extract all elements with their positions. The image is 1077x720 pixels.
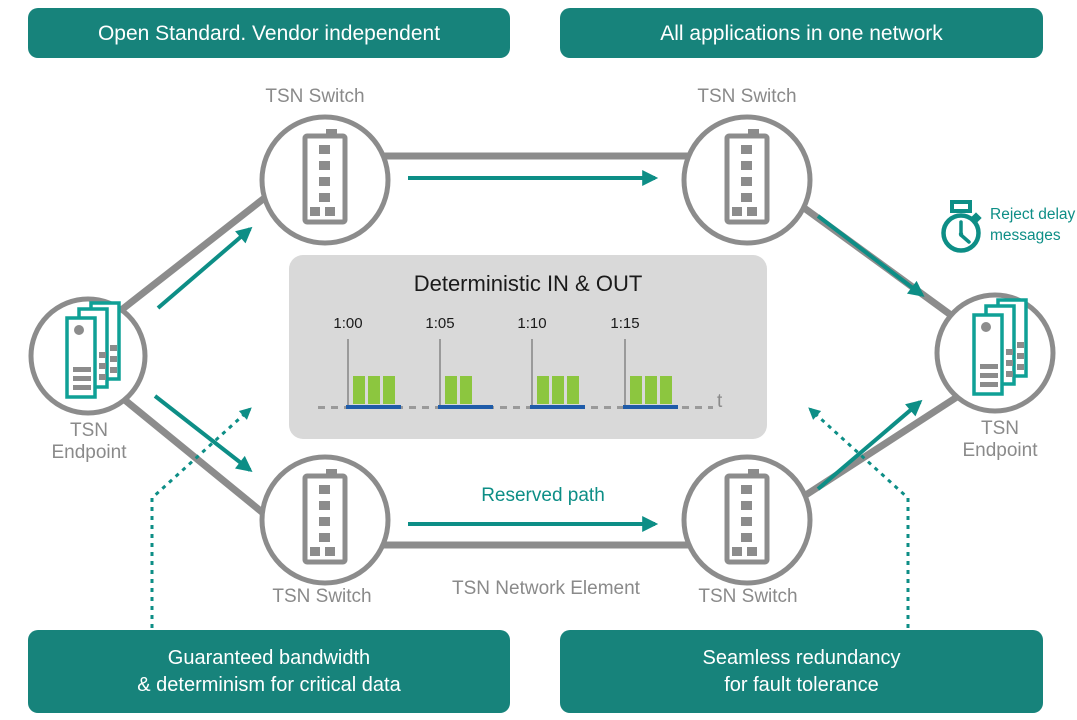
data-burst-bar — [445, 376, 457, 404]
banner-open-standard: Open Standard. Vendor independent — [28, 8, 510, 58]
node-switch-bottom-left — [259, 454, 391, 586]
node-switch-bottom-right — [681, 454, 813, 586]
data-burst-bar — [645, 376, 657, 404]
data-burst-bar — [383, 376, 395, 404]
timeline-reserved-window — [530, 405, 585, 409]
deterministic-box-title: Deterministic IN & OUT — [413, 271, 643, 296]
data-burst-bar — [537, 376, 549, 404]
banner-guaranteed-bandwidth: Guaranteed bandwidth & determinism for c… — [28, 630, 510, 713]
switch-icon — [727, 129, 767, 222]
node-endpoint-right — [934, 292, 1056, 414]
timeline-reserved-window — [623, 405, 678, 409]
timeline-reserved-window — [346, 405, 401, 409]
arrow-down-to-switchBL — [153, 394, 253, 472]
timeline-baseline — [318, 406, 713, 409]
arrow-down-to-endpointR — [816, 214, 925, 297]
banner-seamless-redundancy: Seamless redundancy for fault tolerance — [560, 630, 1043, 713]
timeline-time-label: 1:05 — [425, 315, 455, 332]
banner-all-applications: All applications in one network — [560, 8, 1043, 58]
redundancy-dashed-arrows — [150, 407, 910, 628]
traffic-flow-arrows — [153, 170, 925, 532]
time-axis-label: t — [717, 391, 723, 412]
label-reserved-path: Reserved path — [481, 485, 605, 506]
stopwatch-icon — [941, 200, 982, 253]
label-endpoint-left: TSN Endpoint — [51, 420, 127, 463]
timeline-time-label: 1:15 — [610, 315, 640, 332]
data-burst-bar — [368, 376, 380, 404]
timeline-tick — [439, 339, 441, 405]
dashed-arrow-left — [150, 407, 252, 628]
switch-icon — [305, 469, 345, 562]
timeline-tick — [531, 339, 533, 405]
timeline-time-label: 1:00 — [333, 315, 363, 332]
switch-icon — [727, 469, 767, 562]
link-endpointL-switchTL — [112, 175, 293, 318]
arrow-up-to-switchTL — [156, 226, 253, 310]
label-network-element: TSN Network Element — [452, 578, 640, 599]
data-burst-bar — [353, 376, 365, 404]
timeline-tick — [624, 339, 626, 405]
label-endpoint-right: TSN Endpoint — [962, 418, 1038, 461]
label-switch-bottom-right: TSN Switch — [698, 586, 798, 607]
label-reject-delay: Reject delay messages — [990, 206, 1076, 244]
switch-icon — [305, 129, 345, 222]
node-endpoint-left — [28, 296, 148, 416]
timeline-reserved-window — [438, 405, 493, 409]
data-burst-bar — [660, 376, 672, 404]
timeline-time-label: 1:10 — [517, 315, 547, 332]
dashed-arrow-right — [808, 407, 910, 628]
data-burst-bar — [567, 376, 579, 404]
timeline-tick — [347, 339, 349, 405]
data-burst-bar — [630, 376, 642, 404]
node-switch-top-left — [259, 114, 391, 246]
label-switch-top-left: TSN Switch — [265, 86, 365, 107]
label-switch-bottom-left: TSN Switch — [272, 586, 372, 607]
node-switch-top-right — [681, 114, 813, 246]
label-switch-top-right: TSN Switch — [697, 86, 797, 107]
arrow-up-to-endpointR — [816, 399, 923, 491]
data-burst-bar — [552, 376, 564, 404]
data-burst-bar — [460, 376, 472, 404]
